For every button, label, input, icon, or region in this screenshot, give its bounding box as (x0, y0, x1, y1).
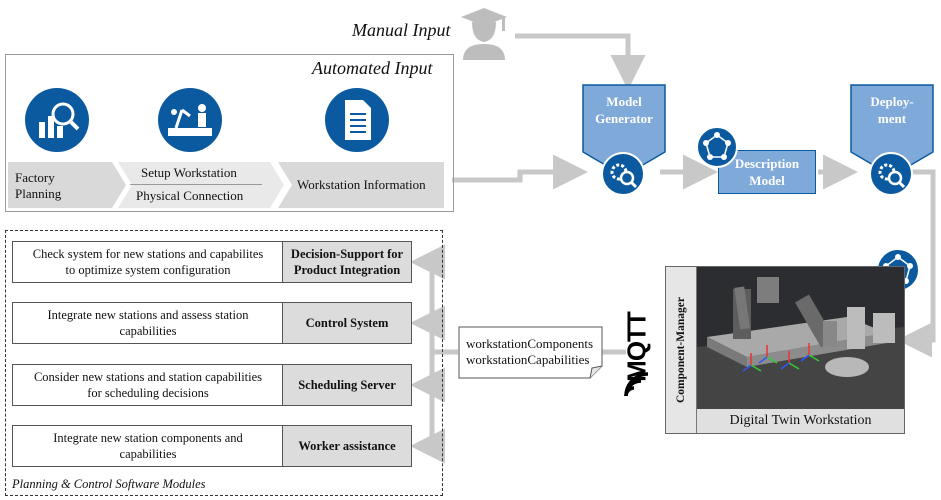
mqtt-signal-icon (624, 372, 649, 397)
message-note-shape (458, 326, 603, 379)
deployment-shape (850, 84, 934, 177)
module-description-worker: Integrate new station components and cap… (12, 425, 284, 467)
module-description-scheduling: Consider new stations and station capabi… (12, 364, 284, 406)
module-name-scheduling: Scheduling Server (282, 364, 412, 406)
module-description-decision: Check system for new stations and capabi… (12, 241, 284, 283)
modules-panel (5, 230, 443, 496)
modules-panel-title: Planning & Control Software Modules (12, 477, 206, 491)
automated-input-panel (5, 54, 454, 212)
digital-twin-caption-text: Digital Twin Workstation (729, 413, 872, 428)
band-divider (130, 184, 262, 185)
gear-search-icon (601, 152, 645, 196)
arrow-info-to-generator (452, 154, 588, 190)
factory-chart-search-icon (25, 88, 89, 152)
message-line-capabilities: workstationCapabilities (466, 352, 590, 367)
module-description-control: Integrate new stations and assess statio… (12, 302, 284, 344)
component-manager-bar: Component-Manager (666, 267, 697, 433)
manual-input-label: Manual Input (352, 20, 451, 40)
document-icon (325, 88, 389, 152)
arrow-manual-to-generator (515, 33, 646, 90)
gear-search-icon (869, 152, 913, 196)
digital-twin-render (697, 267, 904, 409)
factory-planning-label: Factory Planning (15, 170, 62, 201)
deployment-label: Deploy- ment (870, 94, 914, 126)
arrow-deployment-to-twin (897, 169, 936, 358)
robot-workers-icon (158, 88, 222, 152)
model-generator-label: Model Generator (595, 94, 653, 126)
message-line-components: workstationComponents (466, 336, 594, 351)
workstation-information-label: Workstation Information (297, 177, 426, 192)
input-flow-band (8, 162, 444, 208)
module-name-control: Control System (282, 302, 412, 344)
setup-workstation-label: Setup Workstation (141, 165, 237, 180)
module-name-decision: Decision-Support for Product Integration (282, 241, 412, 283)
component-manager-label: Component-Manager (675, 296, 687, 404)
network-graph-icon (696, 126, 738, 168)
automated-input-label: Automated Input (312, 58, 433, 78)
description-model-label: Description Model (734, 156, 800, 188)
module-name-worker: Worker assistance (282, 425, 412, 467)
graduate-user-icon (461, 8, 507, 60)
digital-twin-caption: Digital Twin Workstation (697, 409, 904, 433)
model-generator-shape (582, 84, 666, 177)
physical-connection-label: Physical Connection (136, 188, 244, 203)
